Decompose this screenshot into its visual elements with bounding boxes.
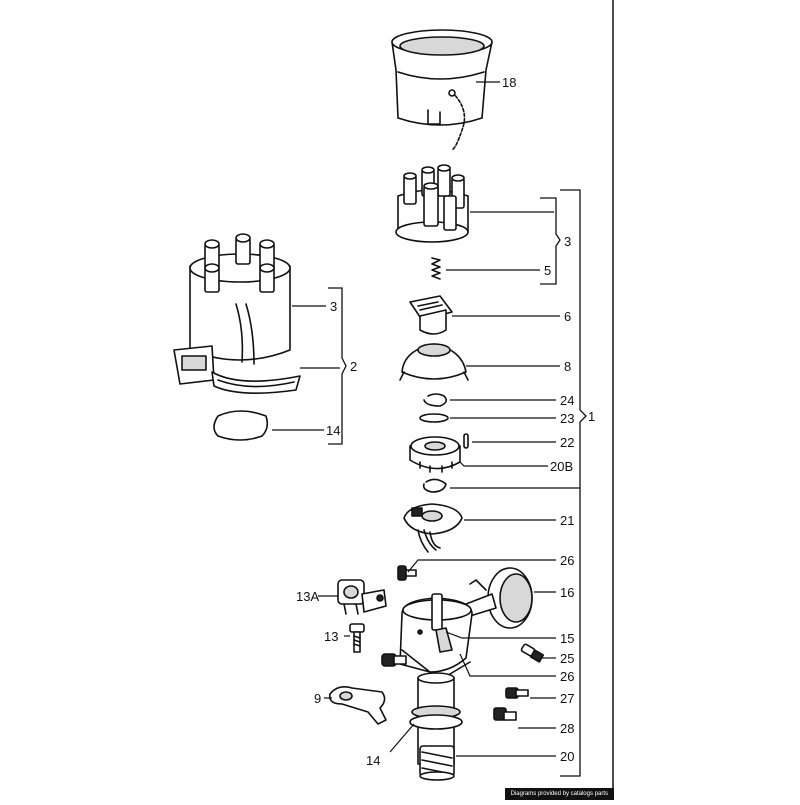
part-13a-condenser	[337, 579, 387, 615]
label-3-left: 3	[330, 299, 337, 314]
label-21: 21	[560, 513, 574, 528]
part-27-screw	[505, 687, 529, 699]
diagram-credit: Diagrams provided by catalogs parts	[504, 788, 614, 800]
label-22: 22	[560, 435, 574, 450]
label-14-left: 14	[326, 423, 340, 438]
label-20b: 20B	[550, 459, 573, 474]
label-14-shaft: 14	[366, 753, 380, 768]
label-5: 5	[544, 263, 551, 278]
leader-lines	[272, 81, 580, 757]
part-28-screw	[493, 707, 517, 721]
part-14-o-ring-left	[213, 410, 269, 441]
label-15: 15	[560, 631, 574, 646]
part-24-circlip	[423, 393, 448, 407]
label-23: 23	[560, 411, 574, 426]
part-18-shield	[391, 29, 493, 151]
part-3-distributor-cap	[395, 164, 469, 243]
part-15-distributor-housing	[399, 593, 473, 681]
part-21-hall-sender	[403, 503, 463, 553]
part-25-screw	[520, 643, 545, 663]
label-26-lower: 26	[560, 669, 574, 684]
part-8-dust-shield	[399, 343, 469, 381]
assembled-distributor	[173, 233, 301, 394]
part-23-washer	[419, 413, 449, 423]
label-16: 16	[560, 585, 574, 600]
page-right-margin	[614, 0, 800, 800]
label-24: 24	[560, 393, 574, 408]
label-28: 28	[560, 721, 574, 736]
label-20: 20	[560, 749, 574, 764]
label-25: 25	[560, 651, 574, 666]
part-6-rotor	[409, 295, 453, 335]
label-13: 13	[324, 629, 338, 644]
label-9: 9	[314, 691, 321, 706]
part-22-pin	[463, 433, 469, 449]
part-16-vacuum-unit	[465, 567, 533, 629]
part-26-screw-upper	[397, 565, 417, 581]
part-13-bolt	[349, 623, 365, 653]
circlip-lower	[422, 478, 447, 493]
label-26-upper: 26	[560, 553, 574, 568]
callout-labels: 18 3 5 6 8 24 23 1 22 20B 21 26 16 13A 1…	[296, 75, 595, 768]
grouping-brackets	[328, 189, 587, 777]
label-1: 1	[588, 409, 595, 424]
part-5-carbon-brush-spring	[431, 257, 441, 280]
label-6: 6	[564, 309, 571, 324]
label-27: 27	[560, 691, 574, 706]
label-2: 2	[350, 359, 357, 374]
label-13a: 13A	[296, 589, 319, 604]
label-18: 18	[502, 75, 516, 90]
part-9-clamp-plate	[328, 686, 387, 725]
label-3-right: 3	[564, 234, 571, 249]
part-20b-breaker-plate	[409, 436, 461, 473]
label-8: 8	[564, 359, 571, 374]
part-26-screw-lower	[381, 653, 407, 667]
part-20-drive-gear	[419, 745, 455, 781]
